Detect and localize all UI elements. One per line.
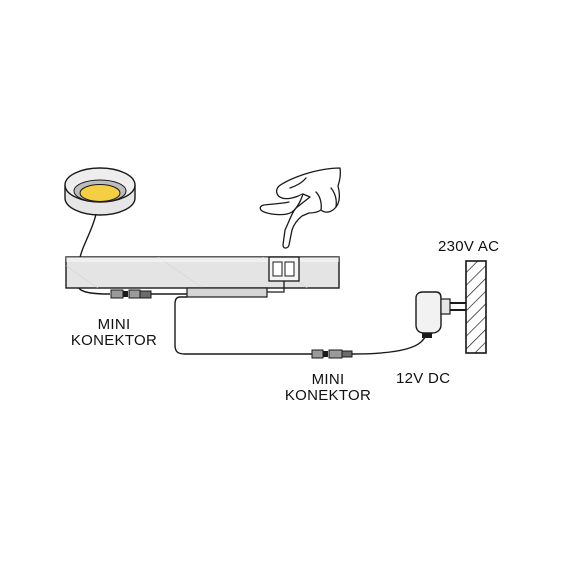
lamp-cable	[78, 213, 97, 263]
touch-sensor-icon	[268, 256, 300, 290]
under-shelf-cable	[78, 287, 111, 295]
puck-light-icon	[64, 167, 136, 216]
voltage-ac-label: 230V AC	[438, 238, 500, 255]
voltage-dc-label: 12V DC	[396, 370, 451, 387]
power-adapter-icon	[415, 291, 466, 338]
adapter-cable	[351, 332, 427, 355]
mini-connector-bottom-icon	[311, 349, 353, 359]
mini-konektor-left-label-line2: KONEKTOR	[70, 332, 158, 349]
controller-box	[186, 287, 268, 298]
wall-socket-icon	[465, 260, 487, 354]
mini-konektor-bottom-label-line1: MINI	[311, 371, 345, 388]
controller-to-sensor-cable	[267, 290, 285, 293]
touch-hand-icon	[259, 167, 342, 249]
main-cable	[174, 296, 312, 355]
mini-connector-left-icon	[110, 289, 152, 299]
mini-konektor-left-label-line1: MINI	[97, 316, 131, 333]
mini-konektor-bottom-label-line2: KONEKTOR	[284, 387, 372, 404]
